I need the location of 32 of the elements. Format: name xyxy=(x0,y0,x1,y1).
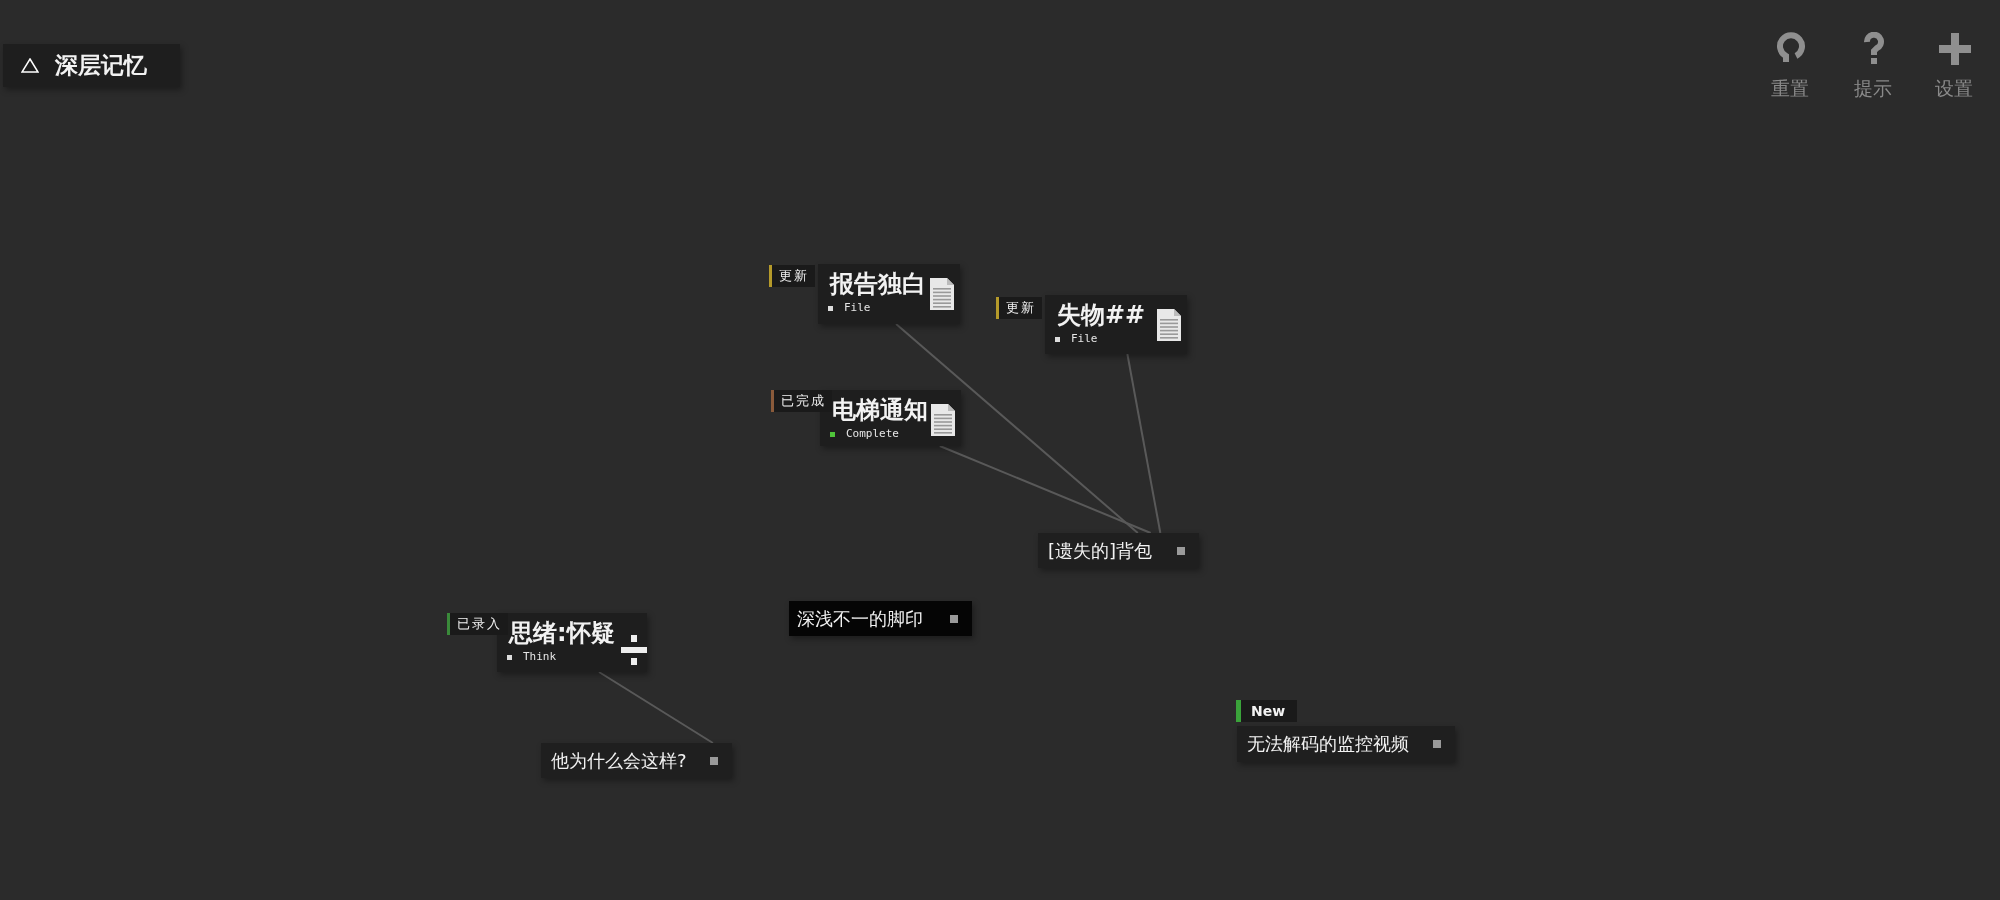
card-type: File xyxy=(1071,332,1098,345)
connector-line xyxy=(895,323,1139,534)
card-title: 电梯通知 xyxy=(832,395,928,426)
toolbar-label: 设置 xyxy=(1935,76,1973,101)
title-text: 深层记忆 xyxy=(55,51,147,80)
status-tag: 已完成 xyxy=(771,390,832,412)
toolbar-label: 提示 xyxy=(1854,76,1892,101)
clue-text: 无法解码的监控视频 xyxy=(1247,732,1409,756)
clue-box xyxy=(1237,726,1455,762)
clue-text: [遗失的]背包 xyxy=(1048,538,1153,563)
clue-box xyxy=(1038,533,1199,568)
toolbar-label: 重置 xyxy=(1771,76,1809,101)
connector-line xyxy=(938,445,1152,534)
clue-text: 他为什么会这样? xyxy=(551,748,687,773)
clue-text: 深浅不一的脚印 xyxy=(797,606,923,631)
clue-box xyxy=(541,743,732,778)
connector-line xyxy=(1126,353,1162,534)
status-tag: 更新 xyxy=(769,265,815,287)
card-type: Think xyxy=(523,650,557,663)
card-type: File xyxy=(844,301,871,314)
card-title: 思绪:怀疑 xyxy=(509,618,615,649)
memory-card xyxy=(497,613,647,672)
memory-card xyxy=(818,264,960,324)
status-tag: 更新 xyxy=(996,297,1042,319)
card-title: 失物## xyxy=(1057,300,1146,331)
memory-card xyxy=(1045,295,1187,354)
status-tag: New xyxy=(1236,700,1298,722)
card-title: 报告独白 xyxy=(830,269,926,300)
connector-line xyxy=(598,671,714,744)
clue-box xyxy=(789,601,972,636)
card-type: Complete xyxy=(846,427,899,440)
status-tag: 已录入 xyxy=(447,613,508,635)
